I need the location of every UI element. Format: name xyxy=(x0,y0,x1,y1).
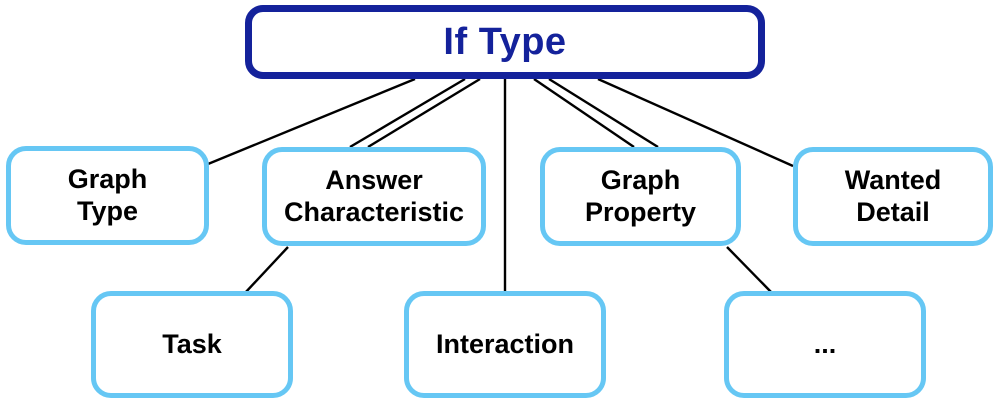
edge-answer-task xyxy=(244,246,289,294)
node-task[interactable]: Task xyxy=(91,291,293,398)
edge-root-graph-property-a xyxy=(533,78,635,148)
node-label-answer-characteristic: Answer Characteristic xyxy=(283,165,465,227)
node-ellipsis[interactable]: ... xyxy=(724,291,926,398)
node-answer-characteristic[interactable]: Answer Characteristic xyxy=(262,147,486,246)
edge-root-answer-a xyxy=(349,77,466,149)
edge-graph-property-ellipsis xyxy=(726,246,773,294)
edge-root-graph-property-b xyxy=(548,77,659,149)
node-label-interaction: Interaction xyxy=(435,328,575,359)
node-label-graph-type: Graph Type xyxy=(67,164,148,226)
node-interaction[interactable]: Interaction xyxy=(404,291,606,398)
node-wanted-detail[interactable]: Wanted Detail xyxy=(793,147,993,246)
node-label-wanted-detail: Wanted Detail xyxy=(844,165,942,227)
node-label-if-type: If Type xyxy=(443,20,567,63)
edge-root-answer-b xyxy=(367,77,481,149)
node-graph-type[interactable]: Graph Type xyxy=(6,146,209,245)
node-label-ellipsis: ... xyxy=(813,328,837,359)
root-node-if-type[interactable]: If Type xyxy=(245,5,765,79)
node-label-task: Task xyxy=(162,328,222,359)
node-label-graph-property: Graph Property xyxy=(584,165,697,227)
node-graph-property[interactable]: Graph Property xyxy=(540,147,741,246)
